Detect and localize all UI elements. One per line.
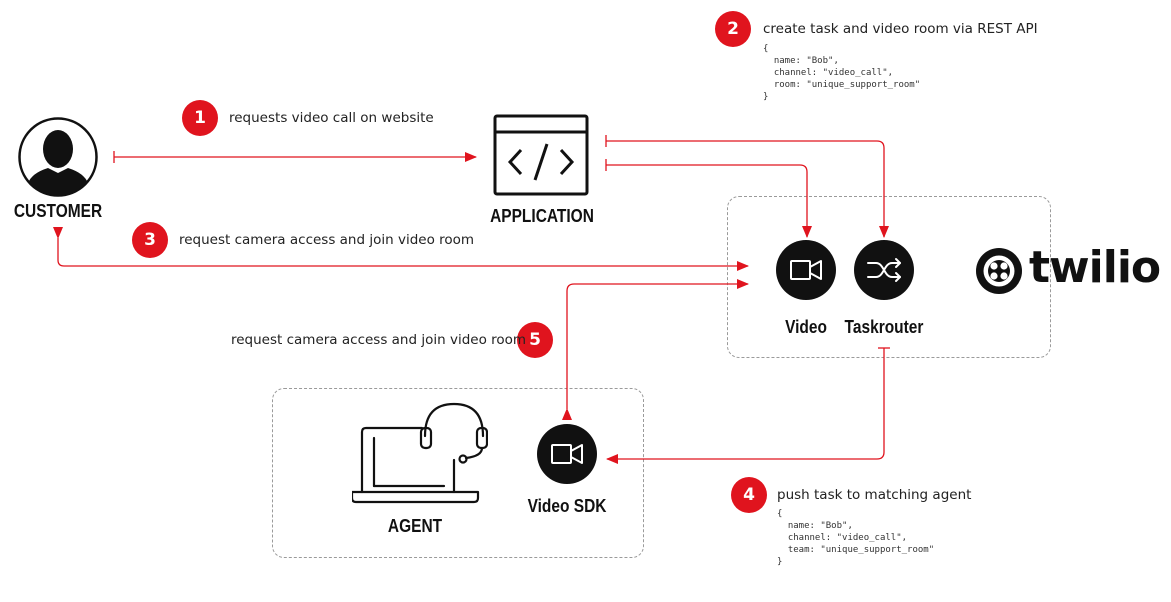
video-sdk-node — [537, 424, 597, 484]
taskrouter-node — [854, 240, 914, 300]
code-line: } — [777, 557, 783, 567]
code-line: channel: "video_call", — [777, 533, 908, 543]
customer-node — [18, 117, 98, 197]
video-camera-icon — [776, 240, 836, 300]
application-label: APPLICATION — [490, 206, 594, 226]
agent-boundary — [272, 388, 644, 558]
code-line: { — [763, 44, 769, 54]
video-camera-icon — [537, 424, 597, 484]
video-sdk-label: Video SDK — [527, 496, 607, 516]
user-silhouette-icon — [18, 117, 98, 197]
step-5-badge: 5 — [517, 322, 553, 358]
agent-node — [350, 400, 489, 508]
step-4-text: push task to matching agent — [777, 487, 972, 503]
twilio-logo-icon — [976, 248, 1022, 294]
application-node — [493, 114, 589, 196]
step-3-text: request camera access and join video roo… — [179, 232, 475, 248]
customer-label: CUSTOMER — [13, 201, 103, 221]
arrow-taskrouter-to-sdk — [606, 348, 885, 464]
code-line: team: "unique_support_room" — [777, 545, 935, 555]
code-window-icon — [493, 114, 589, 196]
code-line: name: "Bob", — [777, 521, 853, 531]
laptop-headset-icon — [350, 402, 489, 504]
step-1-badge: 1 — [182, 100, 218, 136]
taskrouter-label: Taskrouter — [844, 317, 924, 337]
twilio-logo: twilio — [976, 242, 1161, 298]
twilio-services-boundary — [727, 196, 1051, 358]
step-3-badge: 3 — [132, 222, 168, 258]
code-line: { — [777, 509, 783, 519]
arrow-application-to-taskrouter — [606, 140, 889, 238]
step-5-text: request camera access and join video roo… — [231, 332, 527, 348]
step-4-code: { name: "Bob", channel: "video_call", te… — [777, 508, 934, 568]
step-1-text: requests video call on website — [229, 110, 434, 126]
step-2-text: create task and video room via REST API — [763, 21, 1038, 37]
arrow-sdk-to-video — [562, 279, 749, 420]
video-node — [776, 240, 836, 300]
step-2-code: { name: "Bob", channel: "video_call", ro… — [763, 43, 920, 103]
arrow-application-to-video — [606, 164, 812, 238]
code-line: room: "unique_support_room" — [763, 80, 921, 90]
step-2-badge: 2 — [715, 11, 751, 47]
code-line: channel: "video_call", — [763, 68, 894, 78]
code-line: } — [763, 92, 769, 102]
shuffle-icon — [854, 240, 914, 300]
step-4-badge: 4 — [731, 477, 767, 513]
video-label: Video — [785, 317, 827, 337]
code-line: name: "Bob", — [763, 56, 839, 66]
twilio-wordmark: twilio — [1029, 242, 1161, 293]
agent-label: AGENT — [387, 516, 443, 536]
arrow-customer-to-video — [53, 227, 749, 271]
